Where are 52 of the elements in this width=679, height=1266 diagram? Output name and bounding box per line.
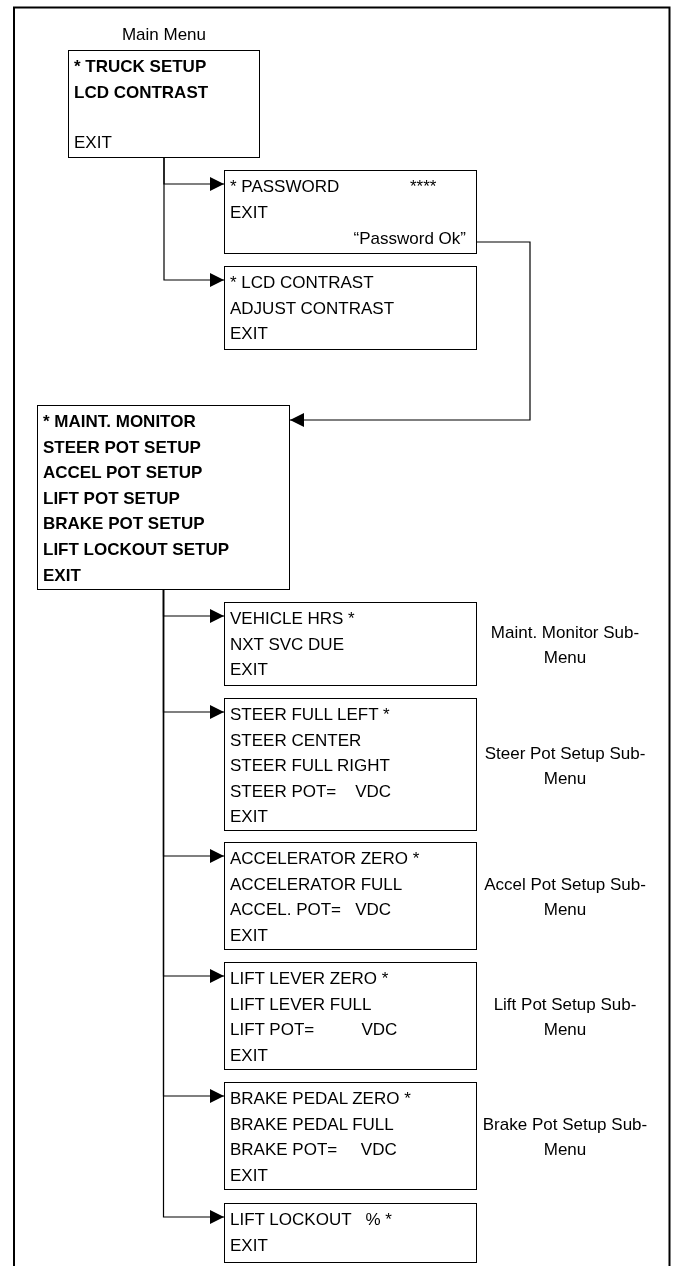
menu-item: EXIT xyxy=(230,1045,268,1066)
menu-item: LIFT LEVER FULL xyxy=(230,994,372,1015)
menu-box xyxy=(224,266,477,350)
arrow xyxy=(289,241,531,427)
menu-item: EXIT xyxy=(230,925,268,946)
menu-item: BRAKE PEDAL FULL xyxy=(230,1114,394,1135)
menu-item: BRAKE PEDAL ZERO * xyxy=(230,1089,411,1109)
submenu-caption: Accel Pot Setup Sub-Menu xyxy=(483,874,647,921)
menu-item: LIFT LEVER ZERO * xyxy=(230,969,389,989)
menu-item: EXIT xyxy=(230,660,268,681)
menu-item: * PASSWORD xyxy=(230,177,340,197)
menu-item: EXIT xyxy=(230,203,268,223)
menu-item: * TRUCK SETUP xyxy=(74,57,207,77)
menu-item: LIFT LOCKOUT SETUP xyxy=(43,540,230,560)
menu-item: * LCD CONTRAST xyxy=(230,273,374,293)
menu-item: ACCELERATOR ZERO * xyxy=(230,849,420,869)
menu-item: ACCEL POT SETUP xyxy=(43,463,203,484)
menu-item: EXIT xyxy=(230,807,268,828)
menu-item: ACCEL. POT= VDC xyxy=(230,900,392,921)
menu-item: ADJUST CONTRAST xyxy=(230,298,395,319)
menu-item: **** xyxy=(410,177,437,197)
menu-item: LCD CONTRAST xyxy=(74,83,209,103)
menu-title: Main Menu xyxy=(120,25,208,45)
menu-item: VEHICLE HRS * xyxy=(230,609,355,629)
menu-item: STEER FULL LEFT * xyxy=(230,705,390,725)
menu-item: * MAINT. MONITOR xyxy=(43,412,196,432)
menu-item: EXIT xyxy=(230,324,268,345)
menu-box xyxy=(224,170,477,254)
menu-item: LIFT LOCKOUT % * xyxy=(230,1210,392,1230)
menu-item: STEER POT SETUP xyxy=(43,437,201,458)
menu-item: “Password Ok” xyxy=(353,229,466,249)
menu-box xyxy=(224,1203,477,1263)
menu-item: STEER CENTER xyxy=(230,730,362,751)
submenu-caption: Maint. Monitor Sub-Menu xyxy=(489,622,641,669)
menu-item: STEER POT= VDC xyxy=(230,781,392,802)
submenu-caption: Steer Pot Setup Sub-Menu xyxy=(483,742,647,790)
menu-item: BRAKE POT SETUP xyxy=(43,514,205,535)
submenu-caption: Brake Pot Setup Sub-Menu xyxy=(481,1114,649,1161)
arrow xyxy=(163,157,225,287)
menu-item: NXT SVC DUE xyxy=(230,634,344,655)
menu-item: EXIT xyxy=(74,133,112,153)
menu-item: EXIT xyxy=(230,1165,268,1186)
menu-item: EXIT xyxy=(43,565,81,586)
menu-item: STEER FULL RIGHT xyxy=(230,756,390,777)
menu-item: LIFT POT= VDC xyxy=(230,1020,398,1041)
menu-item: EXIT xyxy=(230,1235,268,1256)
menu-box xyxy=(37,405,290,590)
arrow xyxy=(162,589,225,1224)
submenu-caption: Lift Pot Setup Sub-Menu xyxy=(492,994,638,1041)
menu-item: ACCELERATOR FULL xyxy=(230,874,403,895)
menu-item: BRAKE POT= VDC xyxy=(230,1140,397,1161)
menu-item: LIFT POT SETUP xyxy=(43,488,180,509)
